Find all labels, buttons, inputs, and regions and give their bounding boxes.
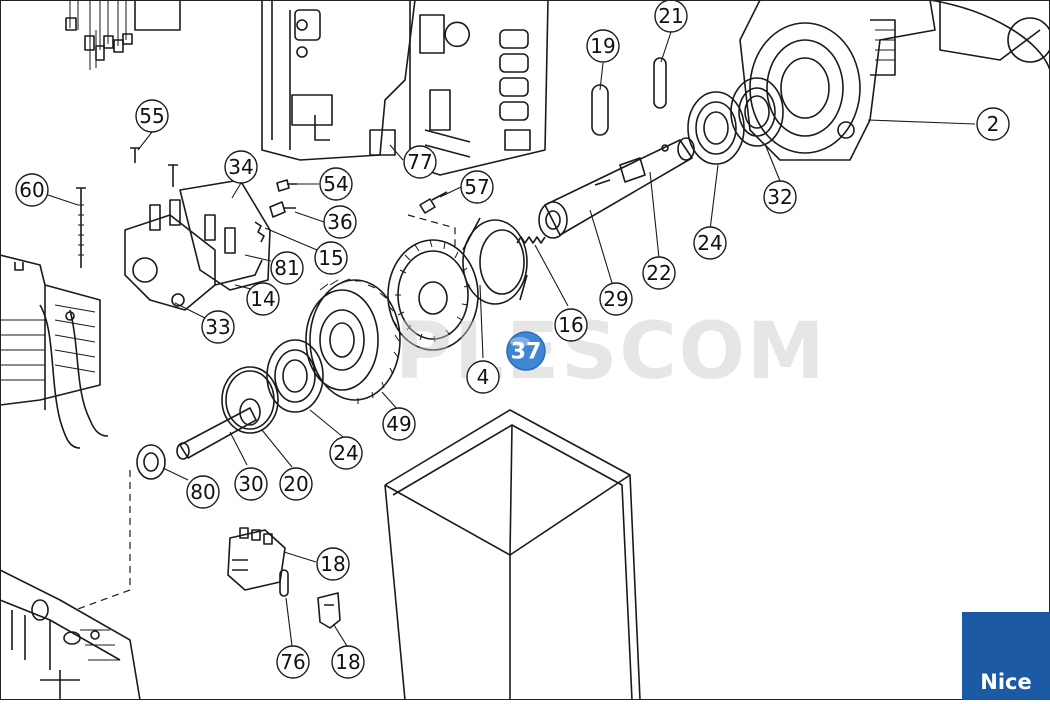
bearing-32 bbox=[730, 77, 784, 147]
washer-80 bbox=[136, 444, 166, 480]
highlighted-part-37[interactable]: 37 bbox=[506, 331, 546, 371]
screw-36 bbox=[269, 201, 296, 218]
callout-16: 16 bbox=[554, 308, 588, 342]
callout-24-upper: 24 bbox=[693, 226, 727, 260]
part-number-label: 18 bbox=[320, 552, 345, 576]
callout-36: 36 bbox=[323, 205, 357, 239]
clip-18 bbox=[317, 592, 341, 629]
part-number-label: 76 bbox=[280, 650, 305, 674]
part-number-label: 24 bbox=[697, 231, 722, 255]
part-number-label: 33 bbox=[205, 315, 230, 339]
callout-2: 2 bbox=[976, 107, 1010, 141]
part-number-label: 14 bbox=[250, 287, 275, 311]
pin-19 bbox=[591, 84, 609, 136]
callout-33: 33 bbox=[201, 310, 235, 344]
callout-32: 32 bbox=[763, 180, 797, 214]
screw-57 bbox=[419, 191, 448, 214]
part-number-label: 34 bbox=[228, 155, 253, 179]
callout-76: 76 bbox=[276, 645, 310, 679]
pin-21 bbox=[653, 57, 667, 109]
base-plate bbox=[0, 569, 141, 701]
shaft-30 bbox=[176, 398, 261, 460]
part-number-label: 16 bbox=[558, 313, 583, 337]
motor-cover bbox=[384, 409, 641, 701]
callout-54: 54 bbox=[319, 167, 353, 201]
callout-29: 29 bbox=[599, 282, 633, 316]
bearing-24-upper bbox=[687, 91, 745, 165]
part-number-label: 36 bbox=[327, 210, 352, 234]
callout-20: 20 bbox=[279, 467, 313, 501]
part-number-label: 19 bbox=[590, 34, 615, 58]
brand-logo-text: Nice bbox=[980, 670, 1032, 694]
drive-shaft-29 bbox=[538, 137, 695, 239]
washer-20 bbox=[221, 366, 279, 434]
callout-30: 30 bbox=[234, 467, 268, 501]
clutch-disc bbox=[387, 239, 479, 351]
part-number-label: 4 bbox=[477, 365, 490, 389]
callout-49: 49 bbox=[382, 407, 416, 441]
ring-4 bbox=[462, 217, 528, 305]
callout-80: 80 bbox=[186, 475, 220, 509]
part-number-label: 60 bbox=[19, 178, 44, 202]
callout-18-upper: 18 bbox=[316, 547, 350, 581]
part-number-label: 80 bbox=[190, 480, 215, 504]
callout-21: 21 bbox=[654, 0, 688, 33]
highlight-label: 37 bbox=[511, 340, 542, 365]
callout-22: 22 bbox=[642, 256, 676, 290]
part-number-label: 15 bbox=[318, 246, 343, 270]
screw-60 bbox=[76, 187, 86, 268]
part-number-label: 32 bbox=[767, 185, 792, 209]
callout-34: 34 bbox=[224, 150, 258, 184]
pin-76 bbox=[279, 569, 289, 597]
bearing-24-lower bbox=[266, 339, 324, 413]
limit-switch-assembly bbox=[124, 179, 271, 311]
part-number-label: 54 bbox=[323, 172, 348, 196]
callout-57: 57 bbox=[460, 170, 494, 204]
callout-77: 77 bbox=[403, 145, 437, 179]
assembly-line bbox=[74, 470, 131, 611]
gear-49 bbox=[305, 278, 401, 404]
callout-15: 15 bbox=[314, 241, 348, 275]
control-unit-housing bbox=[261, 0, 549, 176]
screw-small bbox=[168, 164, 178, 187]
callout-19: 19 bbox=[586, 29, 620, 63]
callout-24-lower: 24 bbox=[329, 436, 363, 470]
callout-81: 81 bbox=[270, 251, 304, 285]
part-number-label: 22 bbox=[646, 261, 671, 285]
part-number-label: 57 bbox=[464, 175, 489, 199]
callout-14: 14 bbox=[246, 282, 280, 316]
part-number-label: 30 bbox=[238, 472, 263, 496]
part-number-label: 49 bbox=[386, 412, 411, 436]
screw-55 bbox=[130, 147, 140, 163]
nice-brand-logo: Nice bbox=[962, 612, 1050, 700]
transformer bbox=[0, 254, 109, 449]
part-number-label: 20 bbox=[283, 472, 308, 496]
part-number-label: 81 bbox=[274, 256, 299, 280]
callout-4: 4 bbox=[466, 360, 500, 394]
callout-55: 55 bbox=[135, 99, 169, 133]
leader-lines bbox=[47, 31, 976, 647]
part-number-label: 29 bbox=[603, 287, 628, 311]
callout-18-lower: 18 bbox=[331, 645, 365, 679]
part-number-label: 18 bbox=[335, 650, 360, 674]
small-label-plate bbox=[369, 129, 396, 156]
terminal-block-18 bbox=[227, 527, 286, 591]
screw-54 bbox=[276, 179, 297, 192]
part-number-label: 55 bbox=[139, 104, 164, 128]
wire-connector-bundle bbox=[65, 0, 181, 70]
part-number-label: 77 bbox=[407, 150, 432, 174]
part-number-label: 21 bbox=[658, 4, 683, 28]
assembly-line bbox=[407, 214, 456, 248]
callout-60: 60 bbox=[15, 173, 49, 207]
part-number-label: 24 bbox=[333, 441, 358, 465]
watermark-text: PLESCOM bbox=[395, 307, 827, 397]
part-number-label: 2 bbox=[987, 112, 1000, 136]
